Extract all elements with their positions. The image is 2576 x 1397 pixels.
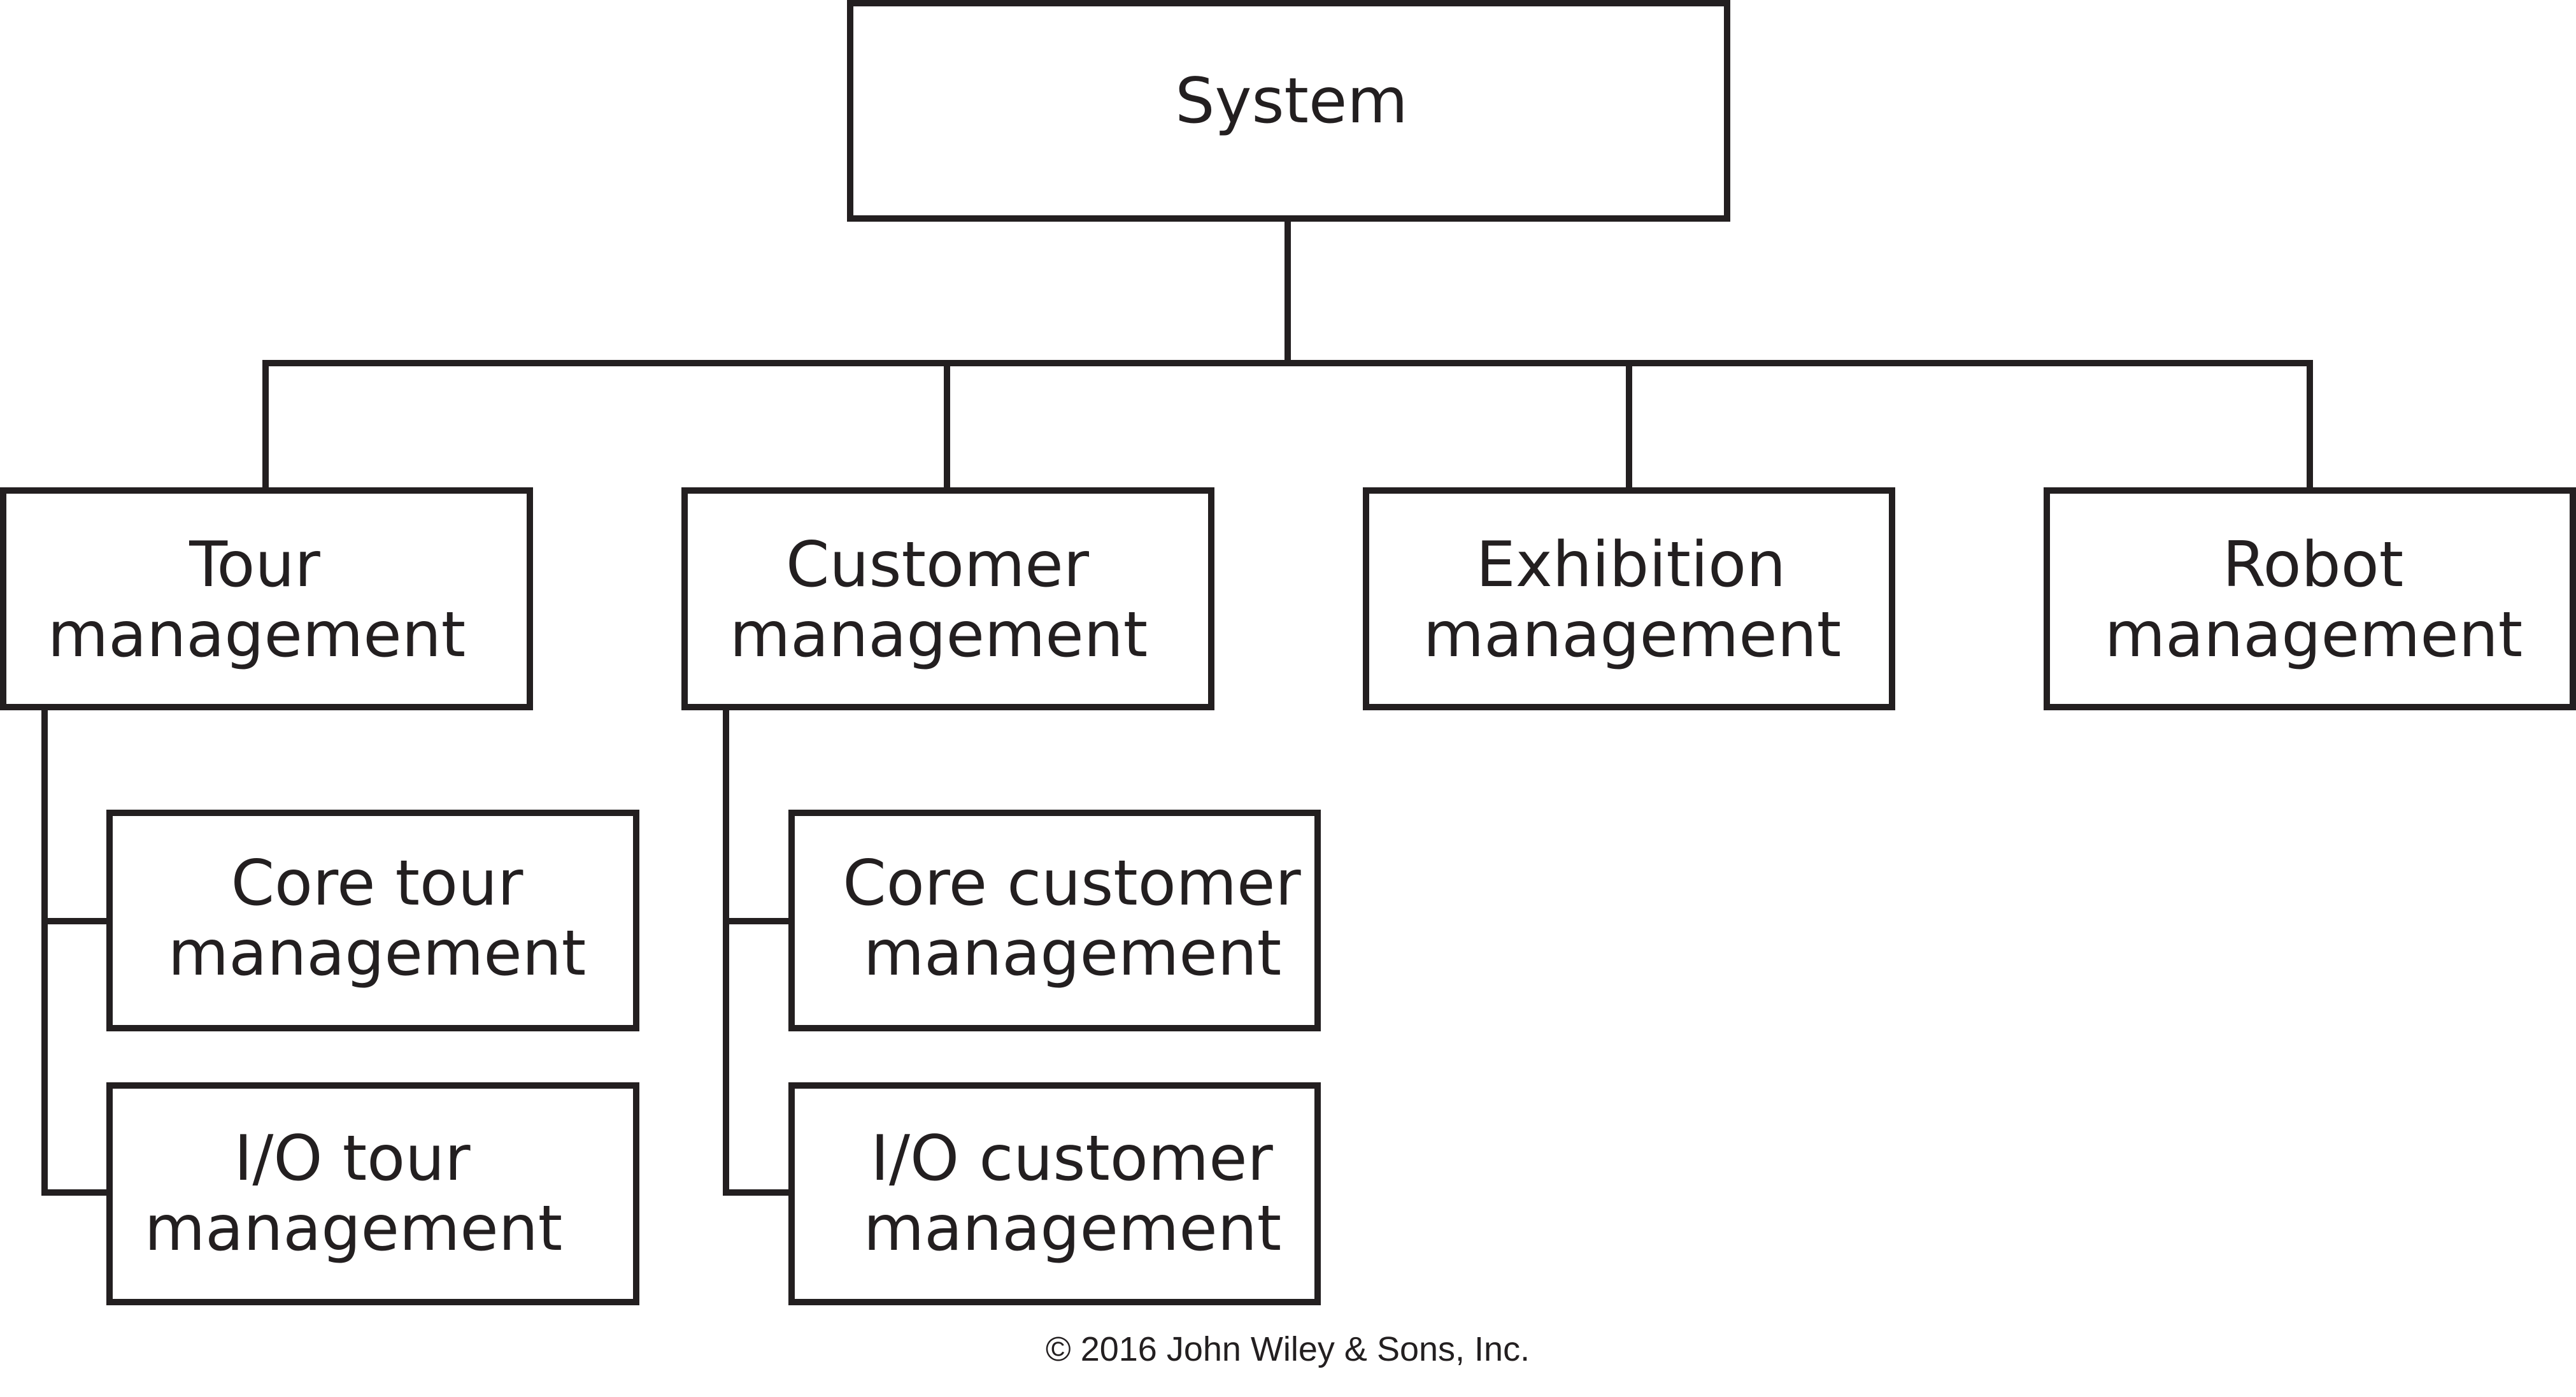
robot-management-box bbox=[2044, 487, 2576, 710]
io-tour-management-line-1: I/O tour bbox=[234, 1122, 471, 1195]
io-tour-management-line-2: management bbox=[145, 1193, 562, 1265]
connectors bbox=[41, 215, 2313, 1196]
system-box bbox=[847, 0, 1730, 222]
io-customer-management-node: I/O customer management bbox=[788, 1082, 1321, 1305]
customer-management-box bbox=[681, 487, 1214, 710]
tour-management-box bbox=[0, 487, 533, 710]
io-tour-management-box bbox=[106, 1082, 639, 1305]
io-customer-management-line-2: management bbox=[864, 1193, 1281, 1265]
core-customer-management-line-1: Core customer bbox=[843, 847, 1301, 920]
system-label: System bbox=[1175, 65, 1407, 138]
customer-management-node: Customer management bbox=[681, 487, 1214, 710]
customer-management-line-2: management bbox=[730, 599, 1148, 671]
core-customer-management-line-2: management bbox=[864, 917, 1281, 990]
core-tour-management-line-1: Core tour bbox=[231, 847, 523, 920]
copyright-notice: © 2016 John Wiley & Sons, Inc. bbox=[1046, 1330, 1530, 1368]
customer-management-line-1: Customer bbox=[786, 529, 1090, 601]
robot-management-node: Robot management bbox=[2044, 487, 2576, 710]
core-tour-management-node: Core tour management bbox=[106, 810, 639, 1031]
exhibition-management-line-1: Exhibition bbox=[1476, 529, 1786, 601]
exhibition-management-line-2: management bbox=[1423, 599, 1841, 671]
exhibition-management-node: Exhibition management bbox=[1363, 487, 1895, 710]
io-customer-management-line-1: I/O customer bbox=[871, 1122, 1273, 1195]
core-customer-management-box bbox=[788, 810, 1321, 1031]
core-tour-management-line-2: management bbox=[168, 917, 586, 990]
tour-management-node: Tour management bbox=[0, 487, 533, 710]
tour-management-line-1: Tour bbox=[189, 529, 320, 601]
core-customer-management-node: Core customer management bbox=[788, 810, 1321, 1031]
system-node: System bbox=[847, 0, 1730, 222]
robot-management-line-1: Robot bbox=[2223, 529, 2403, 601]
robot-management-line-2: management bbox=[2105, 599, 2523, 671]
io-tour-management-node: I/O tour management bbox=[106, 1082, 639, 1305]
core-tour-management-box bbox=[106, 810, 639, 1031]
io-customer-management-box bbox=[788, 1082, 1321, 1305]
exhibition-management-box bbox=[1363, 487, 1895, 710]
tour-management-line-2: management bbox=[48, 599, 466, 671]
